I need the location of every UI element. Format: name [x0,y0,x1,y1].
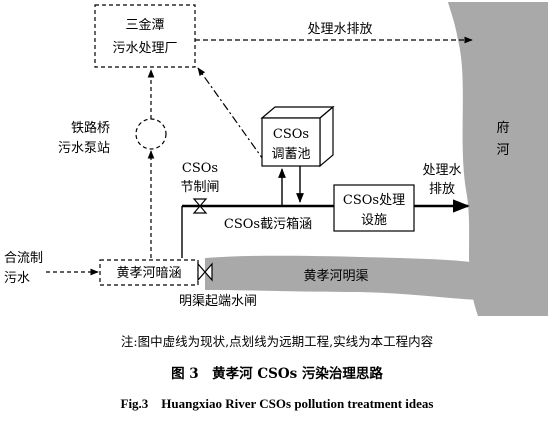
treatment-facility-label-line2: 设施 [361,213,387,228]
box-culvert-label: CSOs截污箱涵 [224,216,312,232]
pump-station-circle [135,118,167,150]
culvert-box [99,259,199,286]
storage-tank-label-line1: CSOs [273,127,309,142]
control-gate-symbol [192,198,208,214]
river-label-line2: 河 [496,143,509,158]
wwtp-label-line2: 污水处理厂 [112,41,177,56]
pump-station-label-line2: 污水泵站 [58,141,110,156]
facility-discharge-label-line1: 处理水 [422,163,461,178]
open-channel-shape [205,255,480,300]
sluice-label: 明渠起端水闸 [179,294,257,309]
fu-river-shape [448,2,548,316]
control-gate-label-line1: CSOs [182,161,218,176]
sluice-gate-symbol [197,262,213,282]
river-label-line1: 府 [496,121,509,136]
tank-to-wwtp-arrow [197,67,266,163]
treatment-facility-label-line1: CSOs处理 [343,193,405,208]
wwtp-label-line1: 三金潭 [125,17,164,33]
wwtp-box [94,4,196,68]
combined-sewage-label-line2: 污水 [4,271,30,286]
figure-title-en: Fig.3 Huangxiao River CSOs pollution tre… [121,396,434,411]
facility-discharge-label-line2: 排放 [429,182,455,197]
combined-sewage-label-line1: 合流制 [4,251,43,266]
storage-tank-label-line2: 调蓄池 [271,147,310,162]
treatment-facility-box [333,184,415,232]
figure-title-cn: 图 3 黄孝河 CSOs 污染治理思路 [171,365,383,382]
top-discharge-label: 处理水排放 [307,22,372,37]
control-gate-label-line2: 节制闸 [180,180,219,195]
pump-station-label-line1: 铁路桥 [71,120,110,136]
open-channel-label: 黄孝河明渠 [303,269,368,284]
figure-note: 注:图中虚线为现状,点划线为远期工程,实线为本工程内容 [121,334,433,349]
storage-tank-box [260,105,335,168]
culvert-label: 黄孝河暗涵 [116,266,181,281]
